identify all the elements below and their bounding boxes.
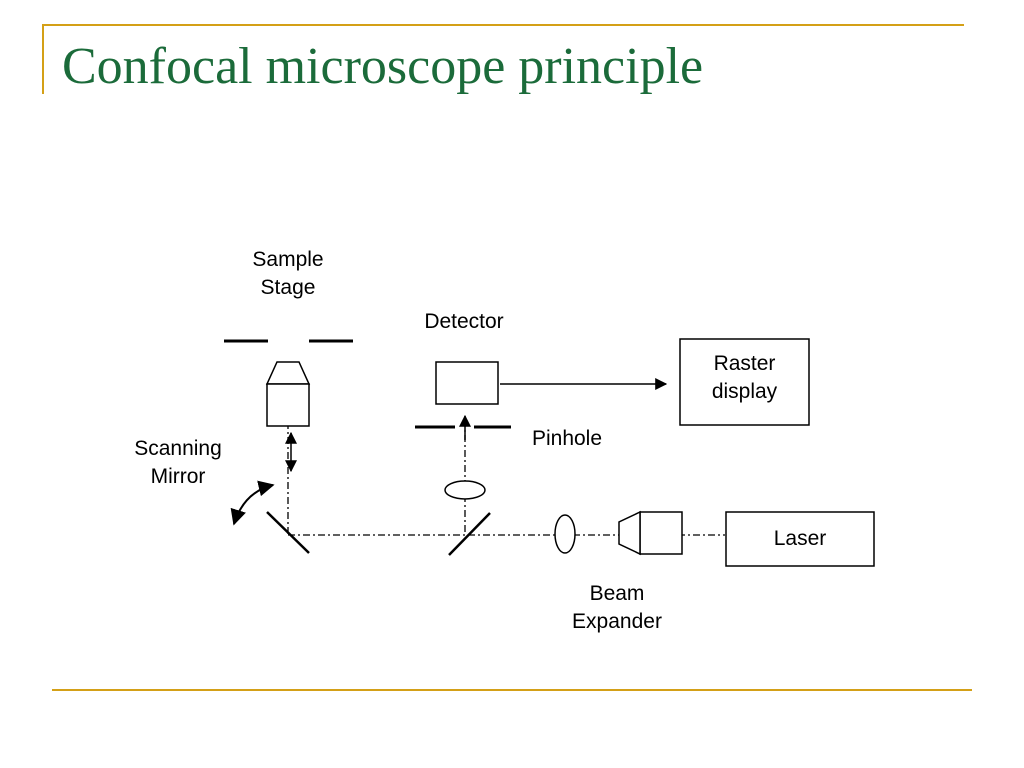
left-border-line bbox=[42, 24, 44, 94]
detector-label: Detector bbox=[424, 310, 504, 333]
optical-path bbox=[287, 362, 725, 536]
scanning-mirror-label: Scanning Mirror bbox=[134, 437, 222, 488]
expander-cone bbox=[618, 510, 641, 556]
objective-tip bbox=[265, 361, 311, 385]
expander-body bbox=[639, 511, 683, 555]
beam-expander-objective bbox=[618, 510, 683, 556]
pinhole-label: Pinhole bbox=[531, 427, 603, 450]
raster-display-box bbox=[679, 338, 810, 426]
raster-display-label: Raster display bbox=[711, 352, 778, 403]
bottom-border-line bbox=[52, 689, 972, 691]
scan-rotation-arrow bbox=[230, 480, 275, 526]
laser-box bbox=[725, 511, 875, 567]
detector-focusing-lens bbox=[444, 480, 486, 500]
beam-splitter bbox=[448, 512, 491, 556]
beam-expander-label: Beam Expander bbox=[572, 582, 662, 633]
objective-lens bbox=[265, 361, 311, 427]
sample-stage-label: Sample Stage bbox=[252, 248, 324, 299]
slide-title: Confocal microscope principle bbox=[62, 38, 704, 95]
detector-box bbox=[435, 361, 499, 405]
top-border-line bbox=[42, 24, 964, 26]
objective-body bbox=[266, 383, 310, 427]
laser-label: Laser bbox=[773, 527, 827, 550]
beam-expander-lens bbox=[554, 514, 576, 554]
